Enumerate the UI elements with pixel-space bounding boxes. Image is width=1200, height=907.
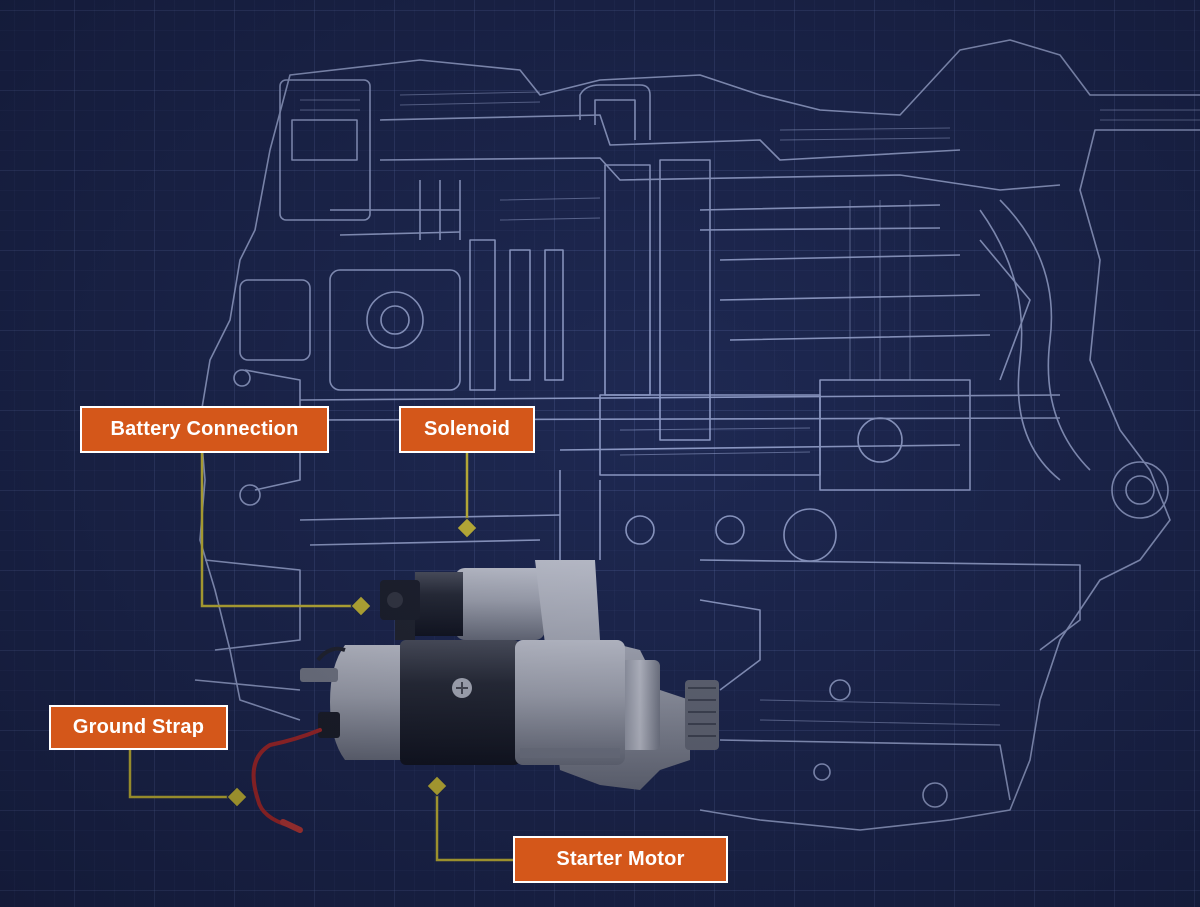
starter-motor-leader (435, 787, 514, 862)
ground-strap-label: Ground Strap (49, 705, 228, 750)
battery-connection-leader (200, 452, 360, 608)
solenoid-label: Solenoid (399, 406, 535, 453)
battery-connection-label: Battery Connection (80, 406, 329, 453)
ground-strap-marker (226, 786, 248, 808)
starter-body (300, 560, 719, 790)
solenoid-marker (456, 517, 478, 539)
battery-connection-marker (350, 595, 372, 617)
starter-motor-marker (426, 775, 448, 797)
ground-strap-wire (251, 728, 322, 828)
ground-strap-leader (128, 748, 236, 799)
starter-motor-label: Starter Motor (513, 836, 728, 883)
